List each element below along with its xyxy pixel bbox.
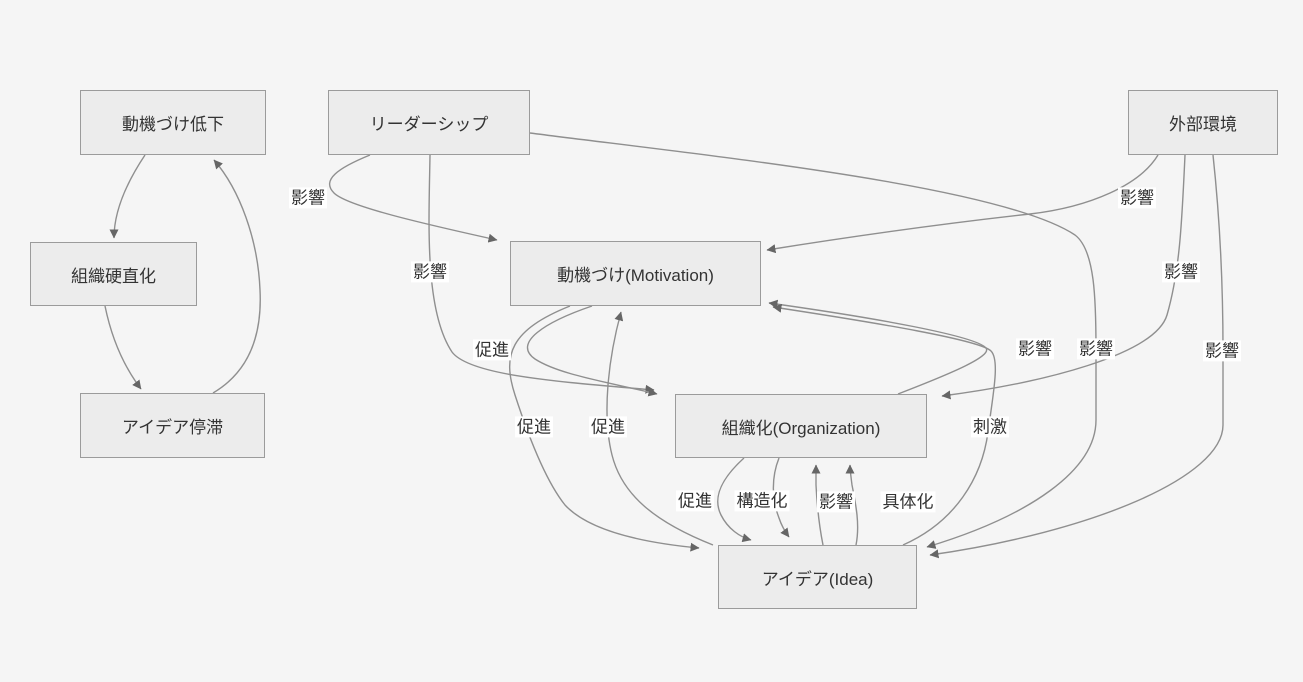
edge-label-external-env-to-idea: 影響 <box>1203 340 1241 362</box>
edge-motivation-to-organization <box>527 305 658 397</box>
edge-organization-to-idea <box>772 457 790 538</box>
node-organization: 組織化(Organization) <box>675 394 927 458</box>
edge-motivation-to-idea <box>508 305 700 552</box>
edge-leadership-to-idea <box>529 132 1097 549</box>
node-motivation-decline: 動機づけ低下 <box>80 90 266 155</box>
edge-idea-to-motivation <box>606 311 714 546</box>
node-label-idea: アイデア(Idea) <box>761 569 874 589</box>
edge-leadership-to-motivation <box>328 154 498 243</box>
edge-label-idea-to-motivation: 刺激 <box>971 416 1009 438</box>
edge-label-idea-to-motivation: 促進 <box>589 416 627 438</box>
edge-idea-stagnation-to-motivation-decline <box>212 159 261 394</box>
edge-organization-to-idea <box>717 457 752 543</box>
edge-label-organization-to-idea: 促進 <box>676 490 714 512</box>
edge-motivation-decline-to-rigidity <box>109 154 146 239</box>
edge-idea-to-motivation <box>772 303 996 546</box>
node-idea-stagnation: アイデア停滞 <box>80 393 265 458</box>
node-label-motivation: 動機づけ(Motivation) <box>557 266 714 285</box>
edge-idea-to-organization <box>845 464 859 546</box>
edge-label-organization-to-motivation: 影響 <box>1016 338 1054 360</box>
node-idea: アイデア(Idea) <box>718 545 917 609</box>
edge-label-leadership-to-idea: 影響 <box>1077 338 1115 360</box>
edge-label-organization-to-idea: 構造化 <box>734 490 790 512</box>
node-rigidity: 組織硬直化 <box>30 242 197 306</box>
edge-external-env-to-idea <box>929 154 1224 559</box>
edge-label-motivation-to-idea: 促進 <box>515 416 553 438</box>
edge-rigidity-to-idea-stagnation <box>104 305 142 390</box>
edge-label-external-env-to-organization: 影響 <box>1162 261 1200 283</box>
edge-label-idea-to-organization: 具体化 <box>880 491 936 513</box>
node-leadership: リーダーシップ <box>328 90 530 155</box>
edge-external-env-to-organization <box>941 154 1186 400</box>
edge-label-leadership-to-motivation: 影響 <box>289 187 327 209</box>
edge-label-motivation-to-organization: 促進 <box>473 339 511 361</box>
node-label-organization: 組織化(Organization) <box>721 418 881 438</box>
edge-label-leadership-to-organization: 影響 <box>411 261 449 283</box>
edge-organization-to-motivation <box>768 299 988 395</box>
edge-label-idea-to-organization: 影響 <box>817 491 855 513</box>
edge-idea-to-organization <box>811 464 824 546</box>
edge-external-env-to-motivation <box>766 154 1159 254</box>
node-label-leadership: リーダーシップ <box>369 115 489 134</box>
edge-leadership-to-organization <box>428 154 655 394</box>
edge-label-external-env-to-motivation: 影響 <box>1118 187 1156 209</box>
node-label-motivation-decline: 動機づけ低下 <box>122 115 224 134</box>
node-label-rigidity: 組織硬直化 <box>71 266 156 286</box>
node-label-external-env: 外部環境 <box>1169 115 1237 134</box>
node-label-idea-stagnation: アイデア停滞 <box>121 418 224 437</box>
node-external-env: 外部環境 <box>1128 90 1278 155</box>
node-motivation: 動機づけ(Motivation) <box>510 241 761 306</box>
